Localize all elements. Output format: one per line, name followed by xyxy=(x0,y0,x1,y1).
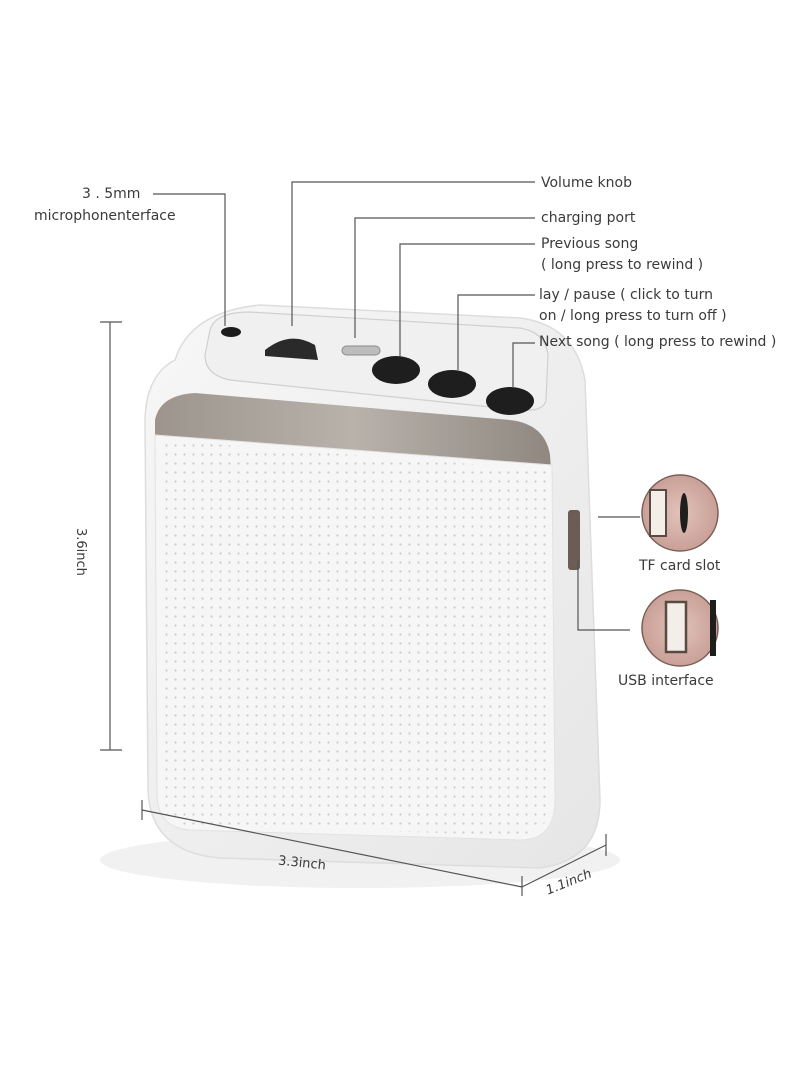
leader-lines xyxy=(153,181,640,631)
dimension-lines xyxy=(100,321,607,896)
charging-port-slot xyxy=(341,345,381,356)
play-pause-button xyxy=(428,370,476,398)
previous-button xyxy=(372,356,420,384)
charging-port-label: charging port xyxy=(541,210,636,226)
previous-song-label-line2: ( long press to rewind ) xyxy=(541,257,704,273)
top-controls xyxy=(221,327,534,415)
usb-inset xyxy=(641,589,719,667)
volume-knob-label: Volume knob xyxy=(541,175,632,191)
next-song-label: Next song ( long press to rewind ) xyxy=(539,334,777,350)
play-pause-label-line2: on / long press to turn off ) xyxy=(539,308,727,324)
volume-knob-wheel xyxy=(265,338,318,360)
mic-jack-hole xyxy=(221,327,241,337)
mic-jack-label-line2: microphonenterface xyxy=(34,208,176,224)
tf-card-slot-label: TF card slot xyxy=(639,558,721,574)
side-usb-slot xyxy=(568,510,580,570)
height-dimension-label: 3.6inch xyxy=(73,528,88,576)
mic-jack-label-line1: 3 . 5mm xyxy=(82,186,141,202)
usb-interface-label: USB interface xyxy=(618,673,714,689)
previous-song-label-line1: Previous song xyxy=(541,236,639,252)
speaker-body xyxy=(144,304,601,869)
tf-card-inset xyxy=(641,474,719,552)
next-button xyxy=(486,387,534,415)
play-pause-label-line1: lay / pause ( click to turn xyxy=(539,287,713,303)
